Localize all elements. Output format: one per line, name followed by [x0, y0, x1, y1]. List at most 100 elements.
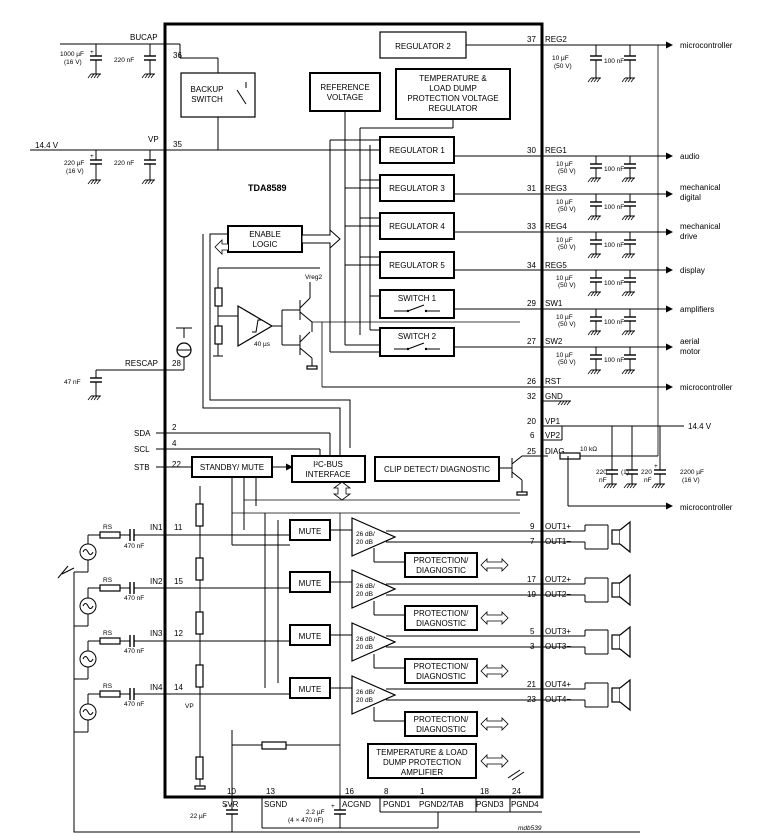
speaker-2	[548, 574, 631, 606]
dest-mech-digital-2: digital	[680, 193, 701, 202]
pin-rst-number: 26	[527, 377, 536, 386]
pin-reg1-number: 30	[527, 146, 536, 155]
gain-top-4: 26 dB/	[356, 689, 375, 696]
vp-supply-left: 14.4 V	[35, 141, 59, 150]
pin-in3-name: IN3	[150, 629, 163, 638]
pin-sw1-name: SW1	[545, 299, 563, 308]
c-2200uf-2: (16 V)	[682, 477, 700, 484]
dest-amplifiers: amplifiers	[680, 305, 714, 314]
enable-logic-label-1: ENABLE	[249, 230, 281, 239]
pin-out3p-name: OUT3+	[545, 627, 571, 636]
pin-out4n-number: 23	[527, 695, 536, 704]
svg-text:+: +	[224, 803, 228, 810]
pin-out3n-number: 3	[530, 642, 535, 651]
temp-prot-reg-label-2: LOAD DUMP	[429, 84, 477, 93]
dest-display: display	[680, 266, 705, 275]
reference-voltage-label-1: REFERENCE	[320, 83, 369, 92]
c-reg4-100nf: 100 nF	[604, 242, 624, 249]
protection-label-4a: PROTECTION/	[414, 715, 469, 724]
right-pin-labels: 37 REG2 30 REG1 31 REG3 33 REG4 34 REG5 …	[527, 35, 571, 704]
c-reg5-10uf-1: 10 µF	[556, 275, 573, 282]
protection-label-4b: DIAGNOSTIC	[416, 725, 466, 734]
speaker-3	[548, 626, 631, 658]
rs-in1: RS	[103, 524, 113, 531]
protection-label-2b: DIAGNOSTIC	[416, 619, 466, 628]
pin-vp1-number: 20	[527, 417, 536, 426]
pin-out4p-number: 21	[527, 680, 536, 689]
pin-sgnd-name: SGND	[264, 800, 287, 809]
backup-switch-label-2: SWITCH	[191, 95, 223, 104]
mute-label-2: MUTE	[299, 579, 322, 588]
pin-sda-name: SDA	[134, 429, 151, 438]
dest-aerial-motor-1: aerial	[680, 337, 700, 346]
switch1-block	[379, 289, 455, 319]
switch1-label: SWITCH 1	[398, 294, 437, 303]
c-in4-470nf: 470 nF	[124, 701, 144, 708]
c-reg3-100nf: 100 nF	[604, 204, 624, 211]
temp-prot-amp-label-1: TEMPERATURE & LOAD	[376, 748, 468, 757]
pin-in4-name: IN4	[150, 683, 163, 692]
pin-sw1-number: 29	[527, 299, 536, 308]
pin-in1-name: IN1	[150, 523, 163, 532]
pin-rescap-number: 28	[172, 359, 181, 368]
rs-in4: RS	[103, 683, 113, 690]
protection-block-4	[404, 711, 478, 737]
c-in1-470nf: 470 nF	[124, 543, 144, 550]
pin-reg1-name: REG1	[545, 146, 567, 155]
gain-top-3: 26 dB/	[356, 636, 375, 643]
note-1: (1)	[621, 469, 629, 476]
input-channel-1: IN1 11 RS 470 nF	[79, 523, 290, 572]
c-sw2-10uf-1: 10 µF	[556, 352, 573, 359]
clip-detect-label: CLIP DETECT/ DIAGNOSTIC	[384, 465, 490, 474]
c-acgnd-value-2: (4 × 470 nF)	[288, 817, 324, 824]
switch2-block	[379, 327, 455, 357]
pin-in4-number: 14	[174, 683, 183, 692]
c-sw1-100nf: 100 nF	[604, 319, 624, 326]
protection-label-3b: DIAGNOSTIC	[416, 672, 466, 681]
pin-out1n-number: 7	[530, 537, 535, 546]
pin-pgnd1-number: 8	[384, 787, 389, 796]
pin-diag-number: 25	[527, 447, 536, 456]
pin-scl-name: SCL	[134, 445, 150, 454]
pin-out2p-name: OUT2+	[545, 575, 571, 584]
pin-sw2-number: 27	[527, 337, 536, 346]
c-reg2-10uf-1: 10 µF	[552, 55, 569, 62]
pin-out2n-number: 19	[527, 590, 536, 599]
svg-text:+: +	[331, 803, 335, 810]
pin-svr-name: SVR	[222, 800, 239, 809]
pin-acgnd-name: ACGND	[342, 800, 371, 809]
bottom-pin-labels: 10 SVR 13 SGND 16 ACGND 8 PGND1 1 PGND2/…	[222, 787, 539, 809]
gain-bottom-2: 20 dB	[356, 591, 373, 598]
pin-rst-name: RST	[545, 377, 561, 386]
dest-aerial-motor-2: motor	[680, 347, 701, 356]
pin-bucap-name: BUCAP	[130, 33, 158, 42]
chip-name: TDA8589	[248, 183, 287, 193]
gain-top-1: 26 dB/	[356, 531, 375, 538]
delay-label: 40 µs	[254, 341, 271, 348]
c-reg5-10uf-2: (50 V)	[558, 282, 576, 289]
vreg2-label: Vreg2	[305, 274, 322, 281]
c-in3-470nf: 470 nF	[124, 648, 144, 655]
c-reg2-10uf-2: (50 V)	[554, 63, 572, 70]
c-vp1-220-1: 220	[596, 469, 607, 476]
temp-prot-reg-label-4: REGULATOR	[428, 104, 477, 113]
i2c-label-2: INTERFACE	[306, 470, 351, 479]
dest-microcontroller-diag: microcontroller	[680, 503, 733, 512]
pin-svr-number: 10	[227, 787, 236, 796]
pin-scl-number: 4	[172, 439, 177, 448]
protection-label-2a: PROTECTION/	[414, 609, 469, 618]
pin-reg5-number: 34	[527, 261, 536, 270]
switch2-label: SWITCH 2	[398, 332, 437, 341]
svg-text:+: +	[90, 153, 94, 160]
pin-reg4-number: 33	[527, 222, 536, 231]
regulator2-label: REGULATOR 2	[395, 42, 451, 51]
speaker-1	[548, 521, 631, 553]
dest-microcontroller-rst: microcontroller	[680, 383, 733, 392]
pin-pgnd4-number: 24	[512, 787, 521, 796]
c-acgnd-value-1: 2.2 µF	[306, 809, 325, 816]
vp-small-label: VP	[185, 703, 194, 710]
protection-block-3	[404, 658, 478, 684]
c-reg1-10uf-1: 10 µF	[556, 161, 573, 168]
reset-comparator	[237, 304, 274, 348]
c-reg3-10uf-1: 10 µF	[556, 199, 573, 206]
